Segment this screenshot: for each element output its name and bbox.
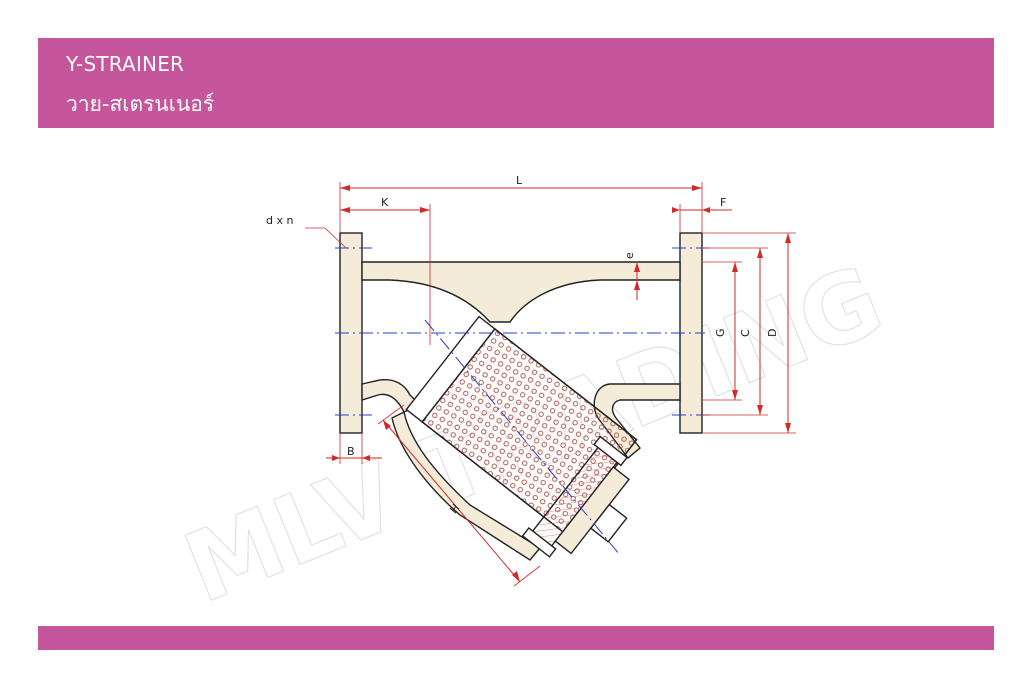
dim-label-e: e — [623, 252, 636, 259]
cover-flange — [521, 435, 630, 558]
dim-label-D: D — [766, 329, 779, 337]
header-banner: Y-STRAINER วาย-สเตรนเนอร์ — [38, 38, 994, 128]
dim-label-G: G — [714, 328, 727, 337]
dim-label-C: C — [739, 329, 752, 337]
title-english: Y-STRAINER — [66, 52, 185, 76]
dim-label-K: K — [381, 196, 389, 209]
footer-bar — [38, 626, 994, 650]
title-thai: วาย-สเตรนเนอร์ — [66, 92, 215, 116]
dim-label-dxn: d x n — [266, 214, 293, 227]
branch-axis-line — [424, 319, 621, 556]
upper-body-wall — [361, 261, 681, 323]
dim-label-L: L — [516, 174, 523, 187]
dim-label-B: B — [347, 445, 355, 458]
dimension-annotations: L K F e d x n G C — [266, 174, 796, 587]
dim-label-F: F — [720, 196, 726, 209]
